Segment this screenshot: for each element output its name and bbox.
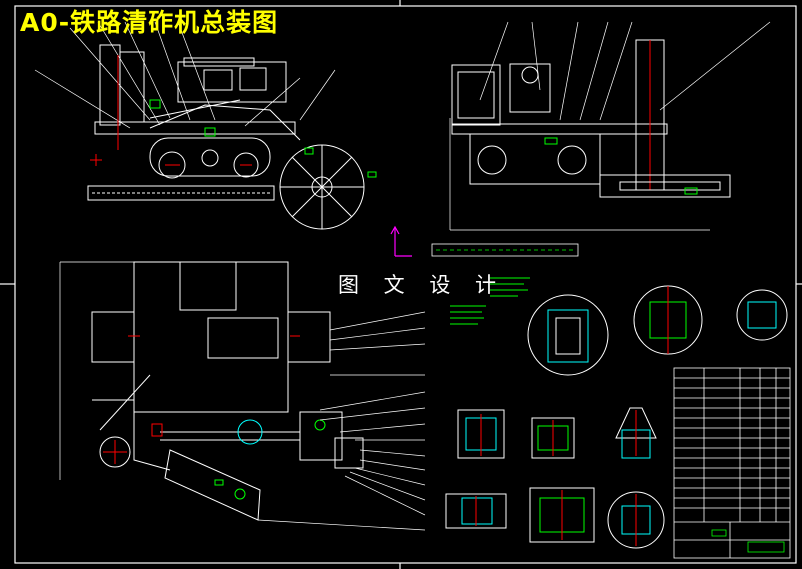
- plan-view: [59, 261, 426, 531]
- side-view: [34, 21, 377, 230]
- parts-list-table: [673, 367, 791, 559]
- drawing-title: A0-铁路清砟机总装图: [20, 8, 279, 37]
- watermark-text: 图 文 设 计: [338, 273, 506, 297]
- rail-strip: [431, 243, 579, 257]
- end-view: [449, 21, 771, 231]
- view-arrow: [390, 225, 412, 257]
- detail-views: [445, 285, 788, 549]
- technical-notes: [450, 277, 530, 325]
